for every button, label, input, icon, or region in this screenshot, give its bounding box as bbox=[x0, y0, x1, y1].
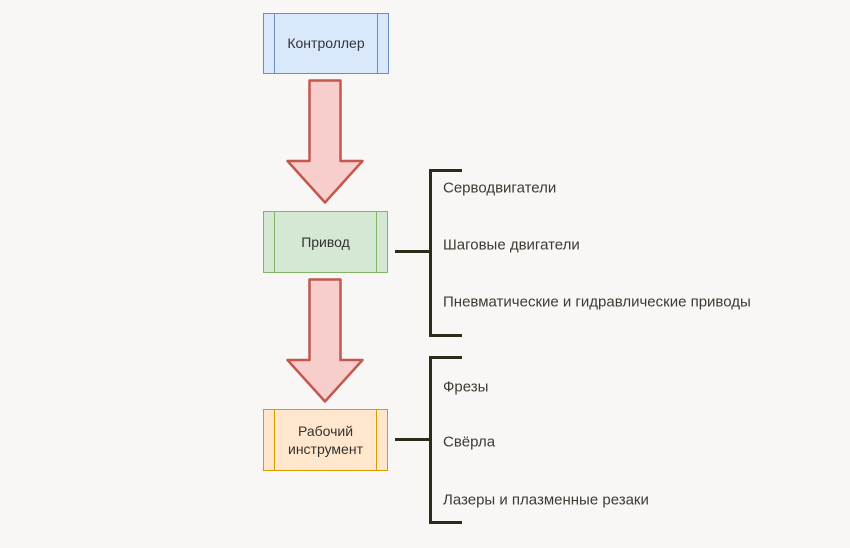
bracket-drive-top-hook bbox=[429, 169, 462, 172]
bracket-tool-bottom-hook bbox=[429, 521, 462, 524]
down-arrow-icon bbox=[286, 278, 364, 403]
node-tool-label: Рабочий инструмент bbox=[288, 422, 363, 457]
node-controller-label: Контроллер bbox=[287, 35, 365, 52]
bracket-drive-spine bbox=[429, 169, 432, 337]
branch-milling-cutters: Фрезы bbox=[443, 378, 489, 396]
connector-drive-branches bbox=[395, 250, 431, 253]
branch-lasers-plasma: Лазеры и плазменные резаки bbox=[443, 491, 649, 509]
down-arrow-icon bbox=[286, 79, 364, 204]
node-drive-label: Привод bbox=[301, 233, 350, 250]
bracket-tool-spine bbox=[429, 356, 432, 524]
node-tool: Рабочий инструмент bbox=[263, 409, 388, 471]
node-drive: Привод bbox=[263, 211, 388, 273]
branch-pneumatic-hydraulic: Пневматические и гидравлические приводы bbox=[443, 293, 751, 311]
branch-servo-motors: Серводвигатели bbox=[443, 179, 557, 197]
branch-stepper-motors: Шаговые двигатели bbox=[443, 236, 580, 254]
bracket-drive-bottom-hook bbox=[429, 334, 462, 337]
branch-drills: Свёрла bbox=[443, 433, 496, 451]
bracket-tool-top-hook bbox=[429, 356, 462, 359]
connector-tool-branches bbox=[395, 438, 431, 441]
node-controller: Контроллер bbox=[263, 13, 389, 74]
